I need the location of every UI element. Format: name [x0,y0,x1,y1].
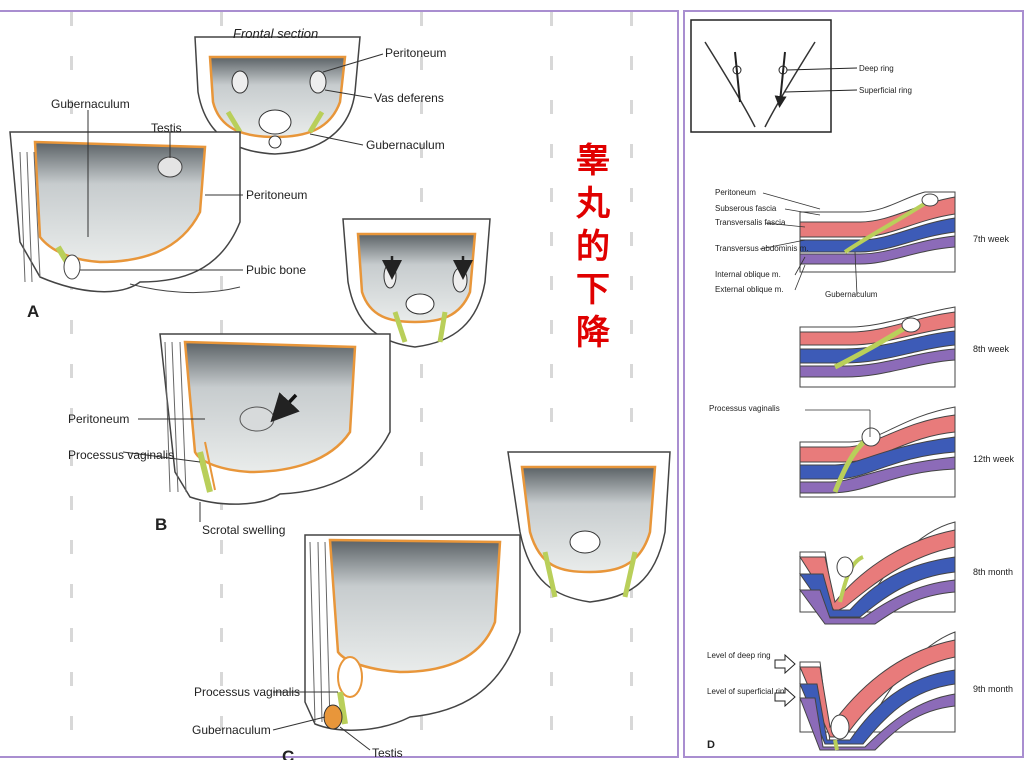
sagittal-section-a [9,131,241,294]
label-pubic-bone: Pubic bone [246,263,306,277]
label-superficial-ring: Superficial ring [859,86,912,95]
right-diagram-panel-d: Deep ring Superficial ring [683,10,1024,758]
sagittal-section-c [304,534,521,731]
label-external-oblique: External oblique m. [715,285,783,294]
label-gubernaculum-c: Gubernaculum [192,723,271,737]
stage-label-12th-week: 12th week [973,454,1015,464]
frontal-section-label: Frontal section [233,26,318,41]
stage-7th-week [799,191,956,273]
panel-d-letter: D [707,739,715,751]
stage-label-8th-month: 8th month [973,567,1013,577]
frontal-section-c [507,451,671,603]
label-deep-ring: Deep ring [859,64,894,73]
label-subserous-fascia: Subserous fascia [715,204,777,213]
chinese-title: 睾 丸 的 下 降 [573,140,613,355]
label-processus-vaginalis-b: Processus vaginalis [68,448,174,462]
label-vas-deferens: Vas deferens [374,91,444,105]
label-peritoneum-d: Peritoneum [715,188,756,197]
label-transversus-abdominis: Transversus abdominis m. [715,244,809,253]
frontal-section-a [194,36,361,155]
sagittal-section-b [159,333,391,505]
label-gubernaculum-d: Gubernaculum [825,290,878,299]
label-testis-c: Testis [372,746,403,760]
leader-lines [80,53,384,751]
label-transversalis-fascia: Transversalis fascia [715,218,786,227]
label-testis-a: Testis [151,121,182,135]
title-char-1: 睾 [576,141,610,181]
title-char-4: 下 [576,270,610,310]
label-peritoneum-frontal: Peritoneum [385,46,446,60]
stage-8th-month [799,521,956,625]
label-peritoneum-a: Peritoneum [246,188,307,202]
inguinal-layers-diagram: Deep ring Superficial ring [690,19,1015,751]
label-internal-oblique: Internal oblique m. [715,270,781,279]
panel-c-letter: C [282,747,294,760]
left-diagram-panel: Frontal section Gubernaculum Testis Peri… [0,10,679,760]
title-char-2: 丸 [576,184,610,224]
label-level-deep-ring: Level of deep ring [707,651,771,660]
label-scrotal-swelling: Scrotal swelling [202,523,285,537]
stage-8th-week [799,306,956,388]
stage-label-9th-month: 9th month [973,684,1013,694]
stage-12th-week [799,406,956,498]
label-processus-vaginalis-c: Processus vaginalis [194,685,300,699]
arrow-superficial-ring-icon [774,686,796,708]
arrow-deep-ring-icon [774,653,796,675]
testis-descent-diagram: Frontal section Gubernaculum Testis Peri… [9,26,671,760]
stage-label-7th-week: 7th week [973,234,1010,244]
frontal-section-b [342,218,491,348]
label-peritoneum-b: Peritoneum [68,412,129,426]
panel-b-letter: B [155,515,167,534]
inset-rings [690,19,858,133]
stage-9th-month [799,631,956,751]
label-gubernaculum-a: Gubernaculum [51,97,130,111]
title-char-5: 降 [576,313,610,353]
label-processus-vaginalis-d: Processus vaginalis [709,404,780,413]
label-gubernaculum-frontal: Gubernaculum [366,138,445,152]
label-level-superficial-ring: Level of superficial ring [707,687,789,696]
layer-leaders [759,192,871,437]
title-char-3: 的 [576,227,610,267]
panel-a-letter: A [27,302,39,321]
stage-label-8th-week: 8th week [973,344,1010,354]
